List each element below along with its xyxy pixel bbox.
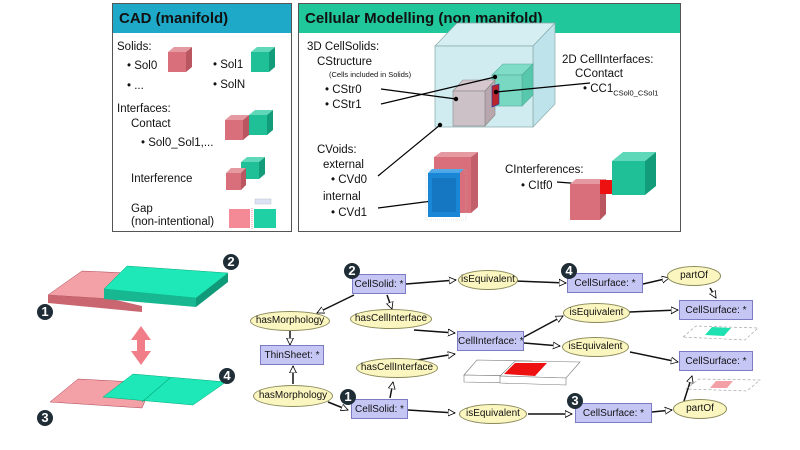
solid-item-soln: • SolN [213, 79, 246, 91]
relation-hascellinterface-bottom[interactable]: hasCellInterface [356, 358, 438, 378]
node-cellsurface-mid1[interactable]: CellSurface: * [679, 300, 753, 320]
badge-1: 1 [37, 304, 53, 320]
surface-4-green [102, 373, 227, 406]
cvd0-item: • CVd0 [331, 174, 368, 186]
relation-isequivalent-top[interactable]: isEquivalent [458, 270, 518, 290]
surface-3-pink [49, 378, 154, 409]
relation-isequivalent-bottom[interactable]: isEquivalent [459, 404, 527, 424]
cc1-subscript: CSol0_CSol1 [613, 88, 659, 98]
cc1-text: CC1 [590, 83, 614, 95]
contact-label: Contact [131, 118, 171, 130]
relation-hascellinterface-top[interactable]: hasCellInterface [350, 309, 432, 329]
solid-ellipsis-text: ... [134, 80, 144, 92]
cellsolids-label: 3D CellSolids: [307, 41, 380, 53]
edge-cellsurface3-partof [651, 410, 672, 412]
gap-sublabel: (non-intentional) [131, 216, 215, 228]
cstructure-label: CStructure [317, 56, 372, 68]
edge-cellinterface-isequivalent1 [523, 315, 563, 338]
cellinterface-thumbnail [463, 359, 581, 386]
cinterferences-label: CInterferences: [505, 164, 584, 176]
solid-2-green-slab [103, 265, 229, 307]
badge-2: 2 [223, 254, 239, 270]
badge-4: 4 [219, 368, 235, 384]
edge-cellsolid1-hascellinterface [390, 382, 393, 399]
relation-hasmorphology-bottom[interactable]: hasMorphology [253, 385, 333, 407]
cvoids-label: CVoids: [317, 144, 357, 156]
solid-item-sol0: • Sol0 [127, 60, 158, 72]
edge-cellsolid1-isequivalent [407, 410, 455, 413]
cstr0-item: • CStr0 [325, 84, 362, 96]
cvd1-item: • CVd1 [331, 207, 368, 219]
citf0-item: • CItf0 [521, 180, 553, 192]
cstructure-note: (Cells included in Solids) [329, 70, 412, 79]
edge-partof-cellsurface-mid1 [710, 287, 717, 298]
graph-badge-3: 3 [567, 393, 583, 409]
relation-hasmorphology-top[interactable]: hasMorphology [250, 311, 330, 331]
edge-cellsolid2-hasmorphology [317, 294, 355, 314]
contact-item: • Sol0_Sol1,... [141, 137, 214, 149]
cellular-panel: Cellular Modelling (non manifold) 3D Cel… [298, 3, 681, 232]
edge-isequivalent1-cellsurface-mid1 [628, 310, 678, 312]
edge-hascellinterface-cellinterface [413, 330, 455, 333]
edge-cellinterface-isequivalent2 [523, 343, 560, 346]
relation-isequivalent-mid1[interactable]: isEquivalent [563, 303, 630, 323]
contact-item-text: Sol0_Sol1,... [148, 137, 214, 149]
cellular-panel-title: Cellular Modelling (non manifold) [299, 4, 680, 33]
solid-soln-text: SolN [220, 79, 246, 91]
cellsurface-green-thumbnail [682, 325, 759, 341]
node-cellsurface-3[interactable]: CellSurface: * [575, 403, 652, 423]
equivalence-arrow-icon [131, 326, 151, 365]
interference-label: Interference [131, 173, 193, 185]
cvd1-text: CVd1 [338, 207, 368, 219]
cstr1-item: • CStr1 [325, 99, 362, 111]
solids-label: Solids: [117, 41, 152, 53]
graph-badge-2: 2 [344, 263, 360, 279]
relation-partof-bottom[interactable]: partOf [673, 399, 727, 419]
node-cellinterface[interactable]: CellInterface: * [457, 331, 524, 351]
cc1-item: • CC1CSol0_CSol1 [583, 83, 659, 98]
graph-badge-4: 4 [561, 263, 577, 279]
edge-cellsurface4-partof [642, 278, 669, 285]
ccontact-label: CContact [575, 68, 623, 80]
relation-isequivalent-mid2[interactable]: isEquivalent [562, 337, 629, 357]
edge-isequivalent2-cellsurface-mid2 [629, 351, 678, 362]
node-cellsurface-mid2[interactable]: CellSurface: * [679, 351, 753, 371]
edge-cellsolid2-hascellinterface [387, 294, 392, 309]
edge-isequivalent-cellsurface4 [514, 281, 566, 283]
cellsurface-pink-thumbnail [685, 378, 761, 392]
cvd0-text: CVd0 [338, 174, 368, 186]
graph-badge-1: 1 [340, 389, 356, 405]
internal-label: internal [323, 191, 361, 203]
cad-panel: CAD (manifold) Solids: • Sol0 • ... • So… [112, 3, 292, 232]
cellinterfaces-label: 2D CellInterfaces: [562, 54, 654, 66]
edge-cellsolid2-isequivalent [405, 280, 456, 285]
solid-1-pink-slab [47, 270, 151, 312]
citf0-text: CItf0 [528, 180, 553, 192]
gap-label: Gap [131, 203, 153, 215]
node-cellsurface-4[interactable]: CellSurface: * [567, 273, 643, 293]
solid-item-ellipsis: • ... [127, 80, 144, 92]
node-cellsolid-1[interactable]: CellSolid: * [351, 399, 408, 419]
node-thinsheet[interactable]: ThinSheet: * [260, 345, 324, 365]
solid-sol0-text: Sol0 [134, 60, 158, 72]
solid-sol1-text: Sol1 [220, 59, 244, 71]
badge-3: 3 [37, 410, 53, 426]
edge-partof-cellsurface-mid2 [683, 376, 692, 402]
external-label: external [323, 159, 364, 171]
node-cellsolid-2[interactable]: CellSolid: * [352, 274, 406, 294]
solid-item-sol1: • Sol1 [213, 59, 244, 71]
relation-partof-top[interactable]: partOf [667, 266, 721, 286]
interfaces-label: Interfaces: [117, 103, 171, 115]
cad-panel-title: CAD (manifold) [113, 4, 291, 33]
cstr1-text: CStr1 [332, 99, 362, 111]
cstr0-text: CStr0 [332, 84, 362, 96]
